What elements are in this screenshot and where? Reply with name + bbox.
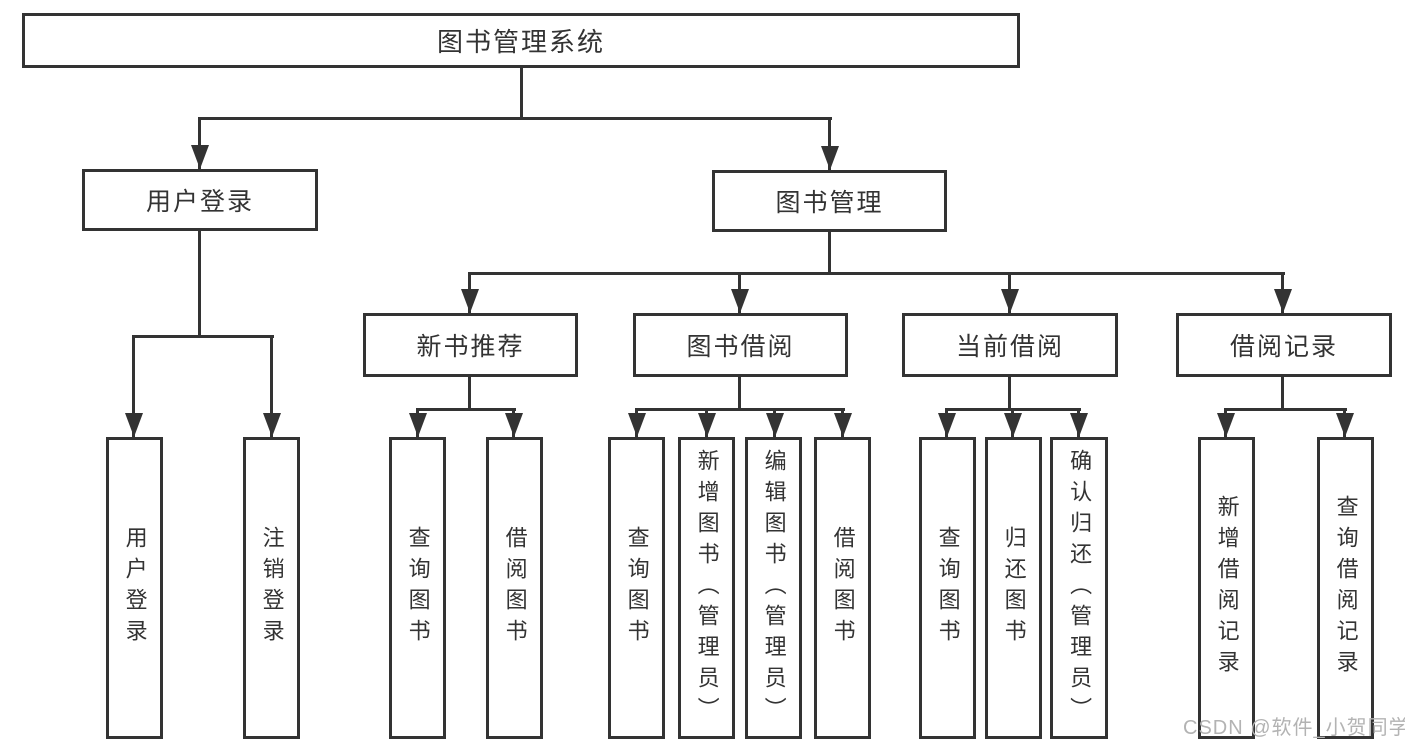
leaf-edit-books-admin-label: 编辑图书（管理员） — [761, 448, 787, 728]
leaf-query-books-3: 查询图书 — [919, 437, 976, 739]
leaf-confirm-return-admin-label: 确认归还（管理员） — [1067, 448, 1093, 728]
node-book-borrowing: 图书借阅 — [633, 313, 848, 377]
leaf-query-borrow-record-label: 查询借阅记录 — [1333, 495, 1359, 681]
leaf-borrow-books-1: 借阅图书 — [486, 437, 543, 739]
leaf-borrow-books-1-label: 借阅图书 — [502, 526, 528, 650]
node-borrowing-records: 借阅记录 — [1176, 313, 1392, 377]
arrowhead-g1-leaf2 — [766, 413, 784, 437]
leaf-query-books-1-label: 查询图书 — [405, 526, 431, 650]
arrowhead-g0-leaf0 — [409, 413, 427, 437]
arrowhead-g3-leaf0 — [1217, 413, 1235, 437]
leaf-query-books-2-label: 查询图书 — [624, 526, 650, 650]
connector-book-rail — [468, 272, 1285, 275]
leaf-return-books-label: 归还图书 — [1001, 526, 1027, 650]
node-book-management-branch: 图书管理 — [712, 170, 947, 232]
connector-to-leaf-login — [132, 335, 135, 437]
arrowhead-g2-leaf0 — [938, 413, 956, 437]
connector-g2-stem — [1008, 377, 1011, 408]
arrowhead-new-books — [461, 289, 479, 313]
leaf-add-borrow-record: 新增借阅记录 — [1198, 437, 1255, 739]
leaf-add-borrow-record-label: 新增借阅记录 — [1214, 495, 1240, 681]
leaf-logout-label: 注销登录 — [259, 526, 285, 650]
connector-to-book-management — [828, 117, 831, 170]
leaf-logout: 注销登录 — [243, 437, 300, 739]
connector-root-stem — [520, 68, 523, 117]
leaf-add-books-admin-label: 新增图书（管理员） — [694, 448, 720, 728]
arrowhead-leaf-logout — [263, 413, 281, 437]
node-library-management-system: 图书管理系统 — [22, 13, 1020, 68]
node-new-book-recommend: 新书推荐 — [363, 313, 578, 377]
arrowhead-current-borrow — [1001, 289, 1019, 313]
arrowhead-g1-leaf1 — [698, 413, 716, 437]
leaf-query-books-2: 查询图书 — [608, 437, 665, 739]
arrowhead-book-borrow — [731, 289, 749, 313]
arrowhead-g2-leaf1 — [1004, 413, 1022, 437]
arrowhead-g2-leaf2 — [1070, 413, 1088, 437]
leaf-borrow-books-2: 借阅图书 — [814, 437, 871, 739]
leaf-edit-books-admin: 编辑图书（管理员） — [745, 437, 802, 739]
connector-g3-rail — [1224, 408, 1347, 411]
arrowhead-g1-leaf0 — [628, 413, 646, 437]
connector-g0-rail — [416, 408, 516, 411]
arrowhead-borrow-records — [1274, 289, 1292, 313]
connector-user-rail — [132, 335, 274, 338]
leaf-confirm-return-admin: 确认归还（管理员） — [1050, 437, 1108, 739]
arrowhead-user-login — [191, 145, 209, 169]
leaf-query-books-3-label: 查询图书 — [935, 526, 961, 650]
node-user-login-branch: 用户登录 — [82, 169, 318, 231]
arrowhead-leaf-login — [125, 413, 143, 437]
connector-g1-rail — [635, 408, 845, 411]
connector-root-rail — [198, 117, 832, 120]
connector-to-leaf-logout — [270, 335, 273, 437]
leaf-query-borrow-record: 查询借阅记录 — [1317, 437, 1374, 739]
leaf-user-login: 用户登录 — [106, 437, 163, 739]
leaf-user-login-label: 用户登录 — [122, 526, 148, 650]
arrowhead-g3-leaf1 — [1336, 413, 1354, 437]
arrowhead-book-management — [821, 146, 839, 170]
connector-g1-stem — [738, 377, 741, 408]
leaf-borrow-books-2-label: 借阅图书 — [830, 526, 856, 650]
arrowhead-g0-leaf1 — [505, 413, 523, 437]
leaf-return-books: 归还图书 — [985, 437, 1042, 739]
connector-g3-stem — [1281, 377, 1284, 408]
connector-user-stem — [198, 231, 201, 335]
leaf-add-books-admin: 新增图书（管理员） — [678, 437, 735, 739]
leaf-query-books-1: 查询图书 — [389, 437, 446, 739]
watermark-csdn: CSDN @软件_小贺同学 — [1183, 717, 1405, 739]
node-current-borrowing: 当前借阅 — [902, 313, 1118, 377]
arrowhead-g1-leaf3 — [834, 413, 852, 437]
connector-to-user-login — [198, 117, 201, 169]
connector-book-stem — [828, 232, 831, 274]
connector-g0-stem — [468, 377, 471, 408]
